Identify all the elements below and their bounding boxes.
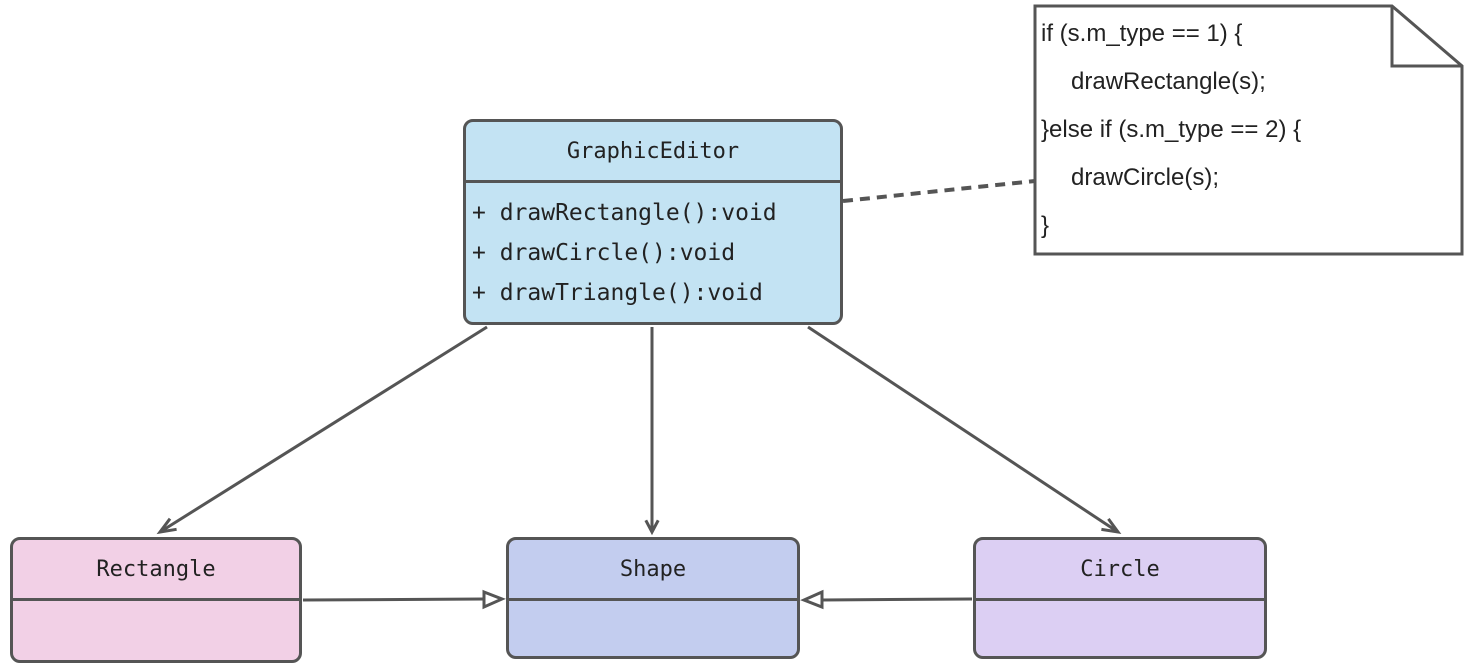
class-rectangle[interactable]: Rectangle <box>10 537 302 663</box>
arrow-head <box>1101 518 1122 535</box>
edge-editor-to-rectangle <box>156 325 488 535</box>
arrow-head <box>156 517 177 535</box>
class-name: Circle <box>976 540 1264 601</box>
method-list: + drawRectangle():void + drawCircle():vo… <box>466 183 840 313</box>
class-name: Rectangle <box>13 540 299 601</box>
edge-editor-to-circle <box>807 325 1122 535</box>
class-shape[interactable]: Shape <box>506 537 800 659</box>
note-shape <box>1033 4 1464 256</box>
note-code: if (s.m_type == 1) { drawRectangle(s); }… <box>1041 12 1301 252</box>
note-line: } <box>1041 212 1050 239</box>
method-draw-rectangle: + drawRectangle():void <box>472 200 777 226</box>
edge-editor-to-shape <box>644 327 660 536</box>
generalization-head <box>482 589 506 610</box>
note-line: if (s.m_type == 1) { <box>1041 20 1243 47</box>
class-graphic-editor[interactable]: GraphicEditor + drawRectangle():void + d… <box>463 119 843 325</box>
class-name: GraphicEditor <box>466 122 840 183</box>
method-draw-triangle: + drawTriangle():void <box>472 280 763 306</box>
note-anchor-line <box>842 179 1036 203</box>
note-line: }else if (s.m_type == 2) { <box>1041 116 1302 143</box>
edge-circle-to-shape <box>800 589 973 610</box>
edge-rectangle-to-shape <box>302 589 506 610</box>
method-draw-circle: + drawCircle():void <box>472 240 736 266</box>
note-line: drawRectangle(s); <box>1071 68 1266 95</box>
generalization-head <box>800 589 824 610</box>
arrow-head <box>644 519 660 536</box>
note-line: drawCircle(s); <box>1071 164 1220 191</box>
class-circle[interactable]: Circle <box>973 537 1267 659</box>
class-name: Shape <box>509 540 797 601</box>
